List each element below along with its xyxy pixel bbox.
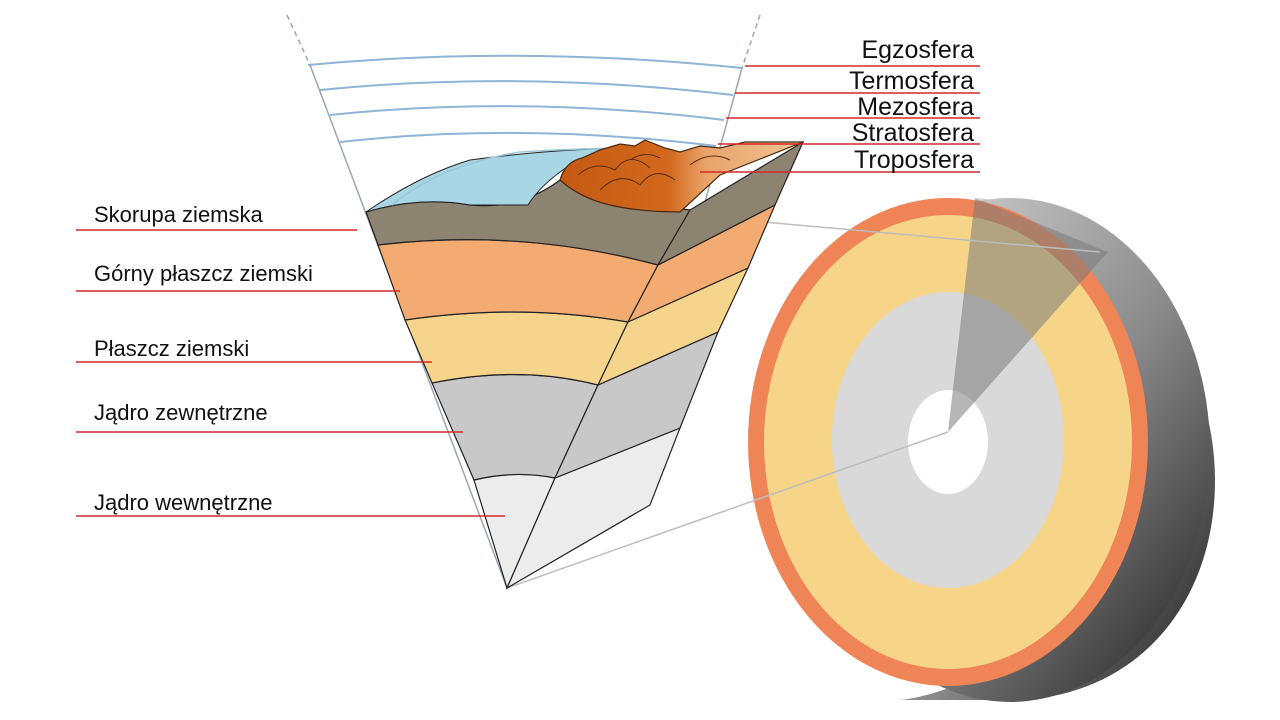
globe-cutaway [748,198,1215,702]
label-skorupa-ziemska: Skorupa ziemska [94,202,263,227]
mountain-ridges [577,154,731,191]
mountains [559,139,804,213]
globe-inner-core [908,390,988,494]
label-egzosfera: Egzosfera [861,36,974,64]
leader-lines [76,65,980,517]
label-stratosfera: Stratosfera [851,119,974,147]
label-jadro-wewnetrzne: Jądro wewnętrzne [94,490,273,515]
atmosphere-arcs [307,54,743,147]
label-plaszcz: Płaszcz ziemski [94,336,250,361]
globe-wedge-cut [948,198,1108,432]
label-termosfera: Termosfera [848,67,974,95]
earth-wedge [286,14,805,590]
label-gorny-plaszcz: Górny płaszcz ziemski [94,261,313,286]
label-jadro-zewnetrzne: Jądro zewnętrzne [94,400,268,425]
right-axis-dashed [741,14,761,69]
label-troposfera: Troposfera [854,146,974,174]
ocean-surface [391,147,641,206]
label-mezosfera: Mezosfera [857,93,974,121]
front-mantle [404,311,629,386]
left-axis-dashed [286,14,311,66]
